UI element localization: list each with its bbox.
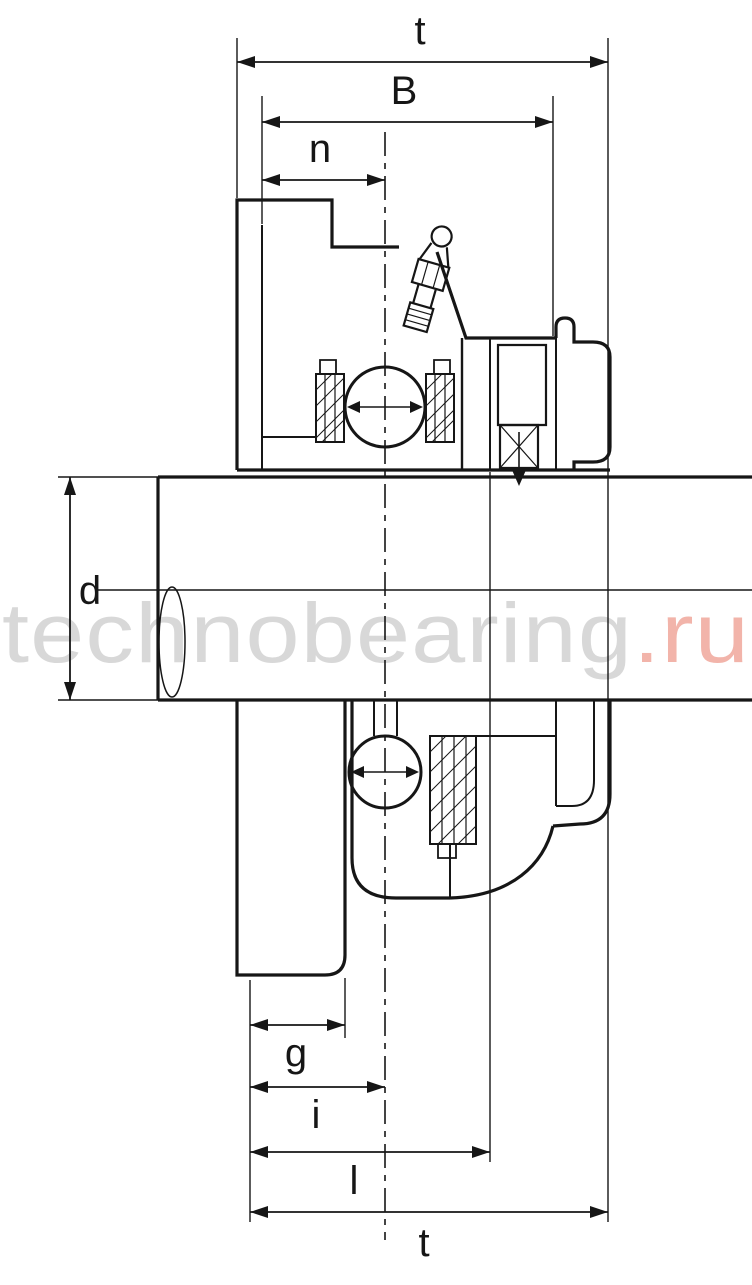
lower-bearing [347, 700, 477, 859]
dim-label-g: g [285, 1031, 307, 1075]
pressed-flange-lip-lower [552, 700, 612, 828]
lower-ball-arrow-right [406, 766, 419, 778]
watermark-main: technobearing [2, 586, 633, 680]
dim-label-B: B [391, 69, 418, 113]
watermark-suffix: .ru [633, 586, 750, 680]
pressed-flange-lip-upper [554, 316, 612, 470]
dim-label-l: l [350, 1159, 359, 1203]
shaft-break-line [158, 586, 186, 698]
locking-collar [496, 343, 548, 427]
ball-arrow-left [347, 401, 360, 413]
upper-bearing [315, 359, 455, 449]
dim-label-t-top: t [414, 9, 425, 53]
lower-ball-arrow-left [351, 766, 364, 778]
upper-housing [235, 198, 612, 472]
set-screw-arrow [512, 470, 526, 486]
dim-label-d: d [79, 569, 101, 613]
ball-lower [347, 734, 423, 810]
dimension-lines [64, 56, 608, 1218]
lower-housing [235, 700, 612, 977]
set-screw [498, 423, 540, 472]
dim-label-t-bottom: t [418, 1221, 429, 1265]
grease-nipple-ball [430, 225, 453, 248]
ball-arrow-right [410, 401, 423, 413]
lower-flange [235, 700, 347, 977]
shaft [156, 475, 752, 702]
watermark-text: technobearing.ru [2, 586, 750, 680]
dim-label-n: n [309, 127, 331, 171]
dim-label-i: i [312, 1093, 321, 1137]
grease-fitting [402, 225, 453, 334]
